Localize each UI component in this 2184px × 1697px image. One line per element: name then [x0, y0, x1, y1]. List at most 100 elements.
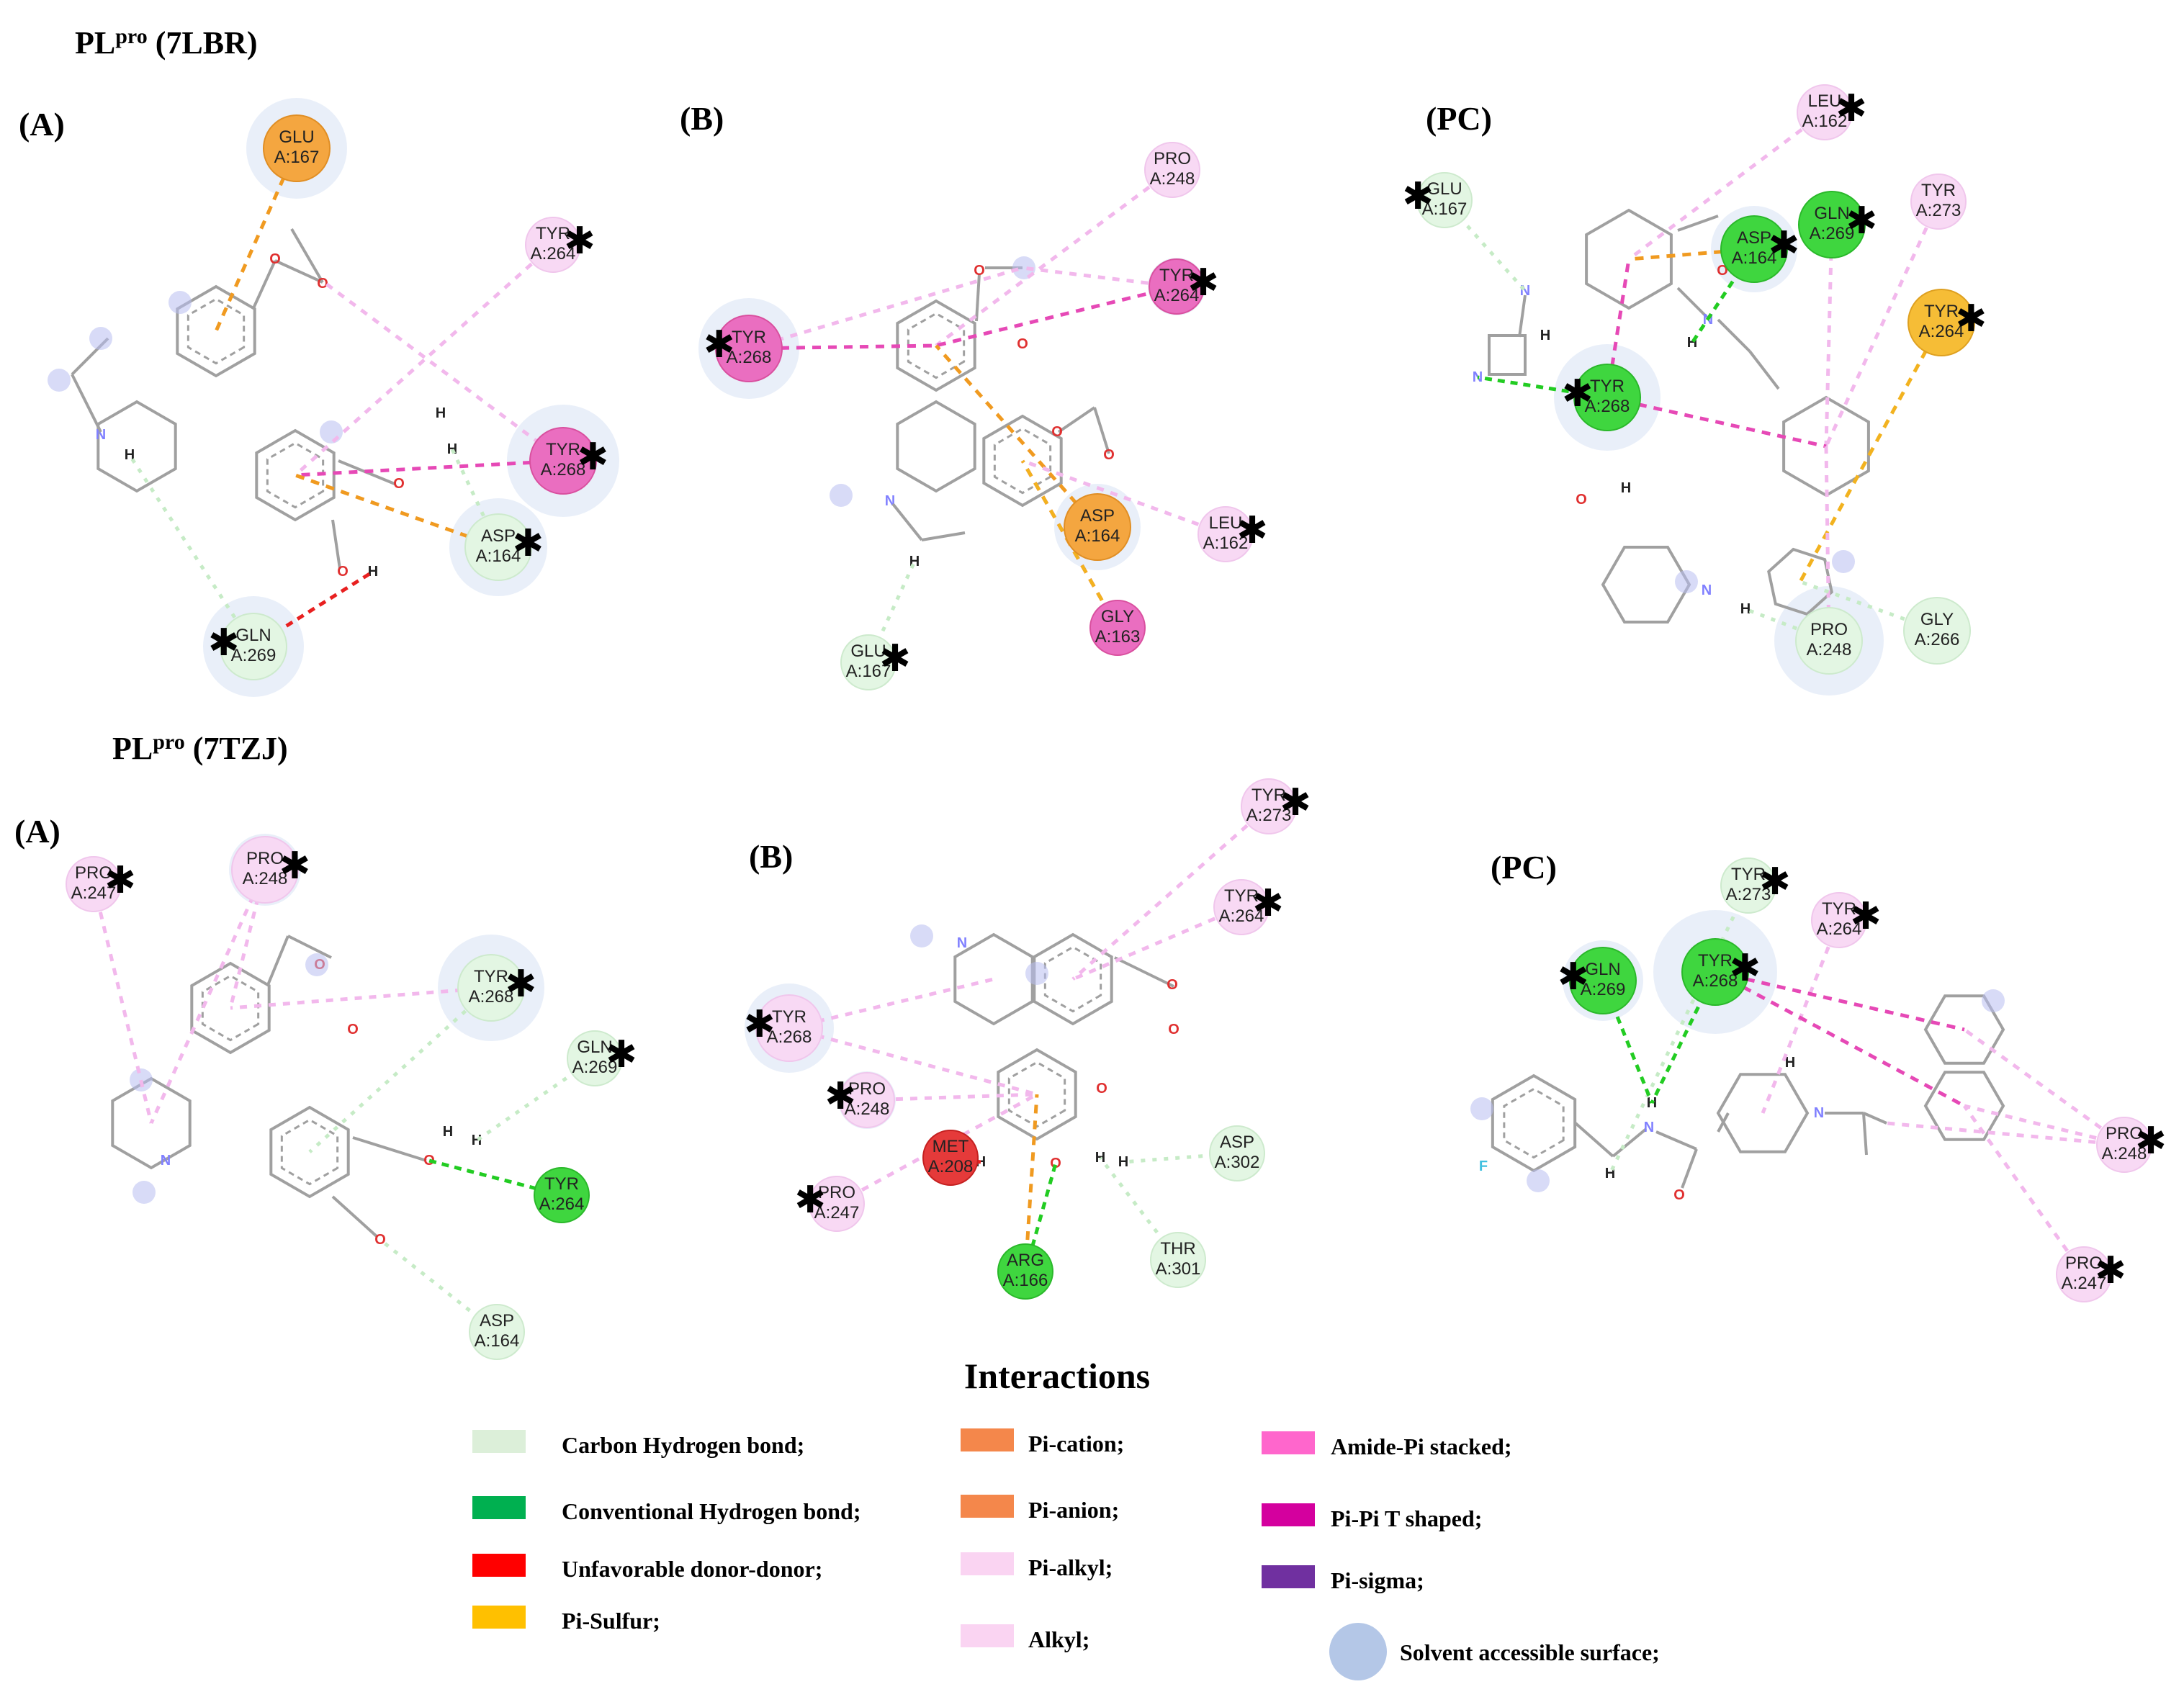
b8: [975, 273, 981, 322]
b10: [1057, 406, 1096, 433]
hydrophobic-spot: [910, 924, 933, 947]
key-residue-star-icon: ✱: [1402, 175, 1434, 218]
b17: [1748, 350, 1780, 390]
residue-id: A:264: [1919, 322, 1964, 341]
key-residue-star-icon: ✱: [1730, 947, 1761, 990]
legend-label: Pi-alkyl;: [1028, 1554, 1113, 1580]
ring-b1-aromatic: [907, 312, 966, 379]
ring-a2-aromatic: [266, 441, 325, 509]
h-c4: H: [1740, 601, 1751, 617]
h-a1: H: [125, 447, 135, 463]
residue-disc: [1797, 84, 1853, 140]
b14: [1677, 215, 1719, 232]
key-residue-star-icon: ✱: [1252, 882, 1284, 925]
hydrophobic-spot: [1470, 1097, 1493, 1120]
residue-id: A:269: [231, 646, 277, 665]
residue-name: GLN: [1585, 960, 1620, 979]
section-title-7tzj: PLpro (7TZJ): [112, 730, 288, 766]
residue-name: TYR: [1224, 886, 1259, 906]
interaction-pi-alkyl-59: [1962, 1104, 2086, 1276]
b15: [1676, 287, 1708, 318]
h-a5: H: [436, 405, 446, 421]
legend-swatch: [961, 1624, 1014, 1647]
residue-id: A:248: [845, 1099, 890, 1119]
key-residue-star-icon: ✱: [704, 323, 735, 366]
legend-item-11: Solvent accessible surface;: [1329, 1623, 1660, 1680]
residue-name: TYR: [1921, 181, 1956, 200]
residue-disc: [1573, 364, 1641, 431]
residue-disc: [715, 315, 783, 382]
interaction-carbon-h-48: [1123, 1151, 1238, 1164]
residue-name: MET: [933, 1137, 969, 1156]
residue-disc: [809, 1176, 865, 1232]
residue-disc: [2056, 1246, 2112, 1302]
residue-id: A:264: [1817, 919, 1862, 939]
b31: [1862, 1112, 1868, 1156]
legend-swatch: [961, 1495, 1014, 1518]
hydrophobic-spot: [48, 369, 71, 392]
residue-disc: [1720, 857, 1776, 914]
residue-id: A:302: [1215, 1153, 1260, 1172]
legend-label: Amide-Pi stacked;: [1331, 1433, 1512, 1459]
residue-disc: [457, 954, 525, 1022]
ring-f1-aromatic: [1503, 1087, 1565, 1159]
hydrophobic-spot: [1982, 989, 2005, 1012]
legend-label: Conventional Hydrogen bond;: [562, 1498, 861, 1524]
residue-disc: [1720, 215, 1788, 283]
residue-name: PRO: [848, 1079, 886, 1099]
residue-name: PRO: [1154, 149, 1191, 168]
panel-label-a-top: (A): [19, 106, 65, 143]
legend: Interactions Carbon Hydrogen bond;Conven…: [472, 1356, 1660, 1680]
key-residue-star-icon: ✱: [1280, 781, 1311, 824]
b5: [331, 519, 341, 570]
residue-name: GLY: [1920, 610, 1954, 629]
n-f2: N: [1814, 1105, 1824, 1121]
panel-label-a-bottom: (A): [14, 813, 60, 850]
residue-name: GLU: [279, 127, 314, 147]
residue-id: A:167: [1422, 199, 1468, 219]
residue-disc: [231, 836, 299, 904]
residue-id: A:167: [274, 148, 320, 167]
legend-swatch: [1262, 1431, 1315, 1454]
panel-label-pc-top: (PC): [1426, 100, 1492, 137]
residue-name: TYR: [536, 224, 570, 243]
residue-id: A:166: [1003, 1271, 1048, 1290]
interaction-pi-alkyl-58: [1886, 1121, 2125, 1147]
b11: [1093, 407, 1110, 454]
interaction-pi-pi-2: [295, 459, 564, 477]
residue-id: A:268: [767, 1027, 812, 1047]
residue-id: A:248: [1807, 640, 1852, 660]
residue-disc: [839, 1072, 895, 1128]
o-e3: O: [1096, 1081, 1107, 1097]
o-b2: O: [1017, 336, 1028, 352]
b28: [1717, 1112, 1730, 1133]
key-residue-star-icon: ✱: [104, 859, 136, 902]
b27: [1681, 1148, 1698, 1189]
ring-e3: [953, 932, 1034, 1026]
key-residue-star-icon: ✱: [1558, 955, 1589, 999]
interaction-pi-alkyl-41: [788, 977, 994, 1030]
residue-disc: [1089, 600, 1146, 656]
b22: [331, 1195, 379, 1238]
interaction-pi-pi-54: [1715, 970, 1965, 1032]
interaction-carbon-h-7: [127, 454, 256, 648]
b6: [71, 374, 102, 433]
legend-swatch: [472, 1554, 526, 1577]
residue-disc: [1811, 892, 1867, 948]
interaction-pi-pi-9: [935, 284, 1177, 348]
residue-disc: [1903, 597, 1971, 665]
